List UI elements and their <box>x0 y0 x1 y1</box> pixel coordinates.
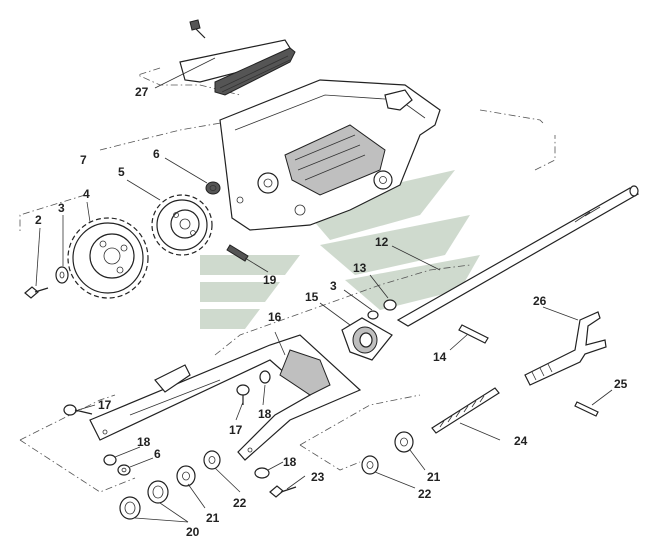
part-3-washer-left <box>55 266 69 284</box>
part-18-washer-upper <box>259 370 271 384</box>
part-15-flange-bearing <box>341 317 393 361</box>
label-19: 19 <box>263 273 277 287</box>
part-19-pin <box>226 244 249 262</box>
label-13: 13 <box>353 261 367 275</box>
part-3-washer-right <box>367 310 379 320</box>
part-20-bushing-a <box>119 496 141 520</box>
label-20: 20 <box>186 525 200 539</box>
leader-lines <box>35 57 613 523</box>
part-14-pin <box>458 324 489 344</box>
part-23-bolt <box>269 485 297 498</box>
label-21-right: 21 <box>427 470 441 484</box>
part-20-bushing-b <box>147 480 169 504</box>
part-18-washer-lower <box>254 467 270 479</box>
part-22-washer-right <box>361 455 379 475</box>
part-4-large-gear <box>67 217 149 299</box>
watermark-logo <box>200 170 480 329</box>
part-25-pin <box>574 401 599 417</box>
part-16-bracket <box>89 334 362 461</box>
label-2: 2 <box>35 213 42 227</box>
label-14: 14 <box>433 350 447 364</box>
part-24-threaded-rod <box>431 387 500 434</box>
label-3-right: 3 <box>330 279 337 293</box>
label-21-left: 21 <box>206 511 220 525</box>
assembly-boundaries <box>19 67 556 493</box>
part-12-shaft <box>396 185 640 327</box>
part-21-washer-right <box>394 431 414 453</box>
label-6-upper: 6 <box>153 147 160 161</box>
gearbox-housing <box>219 79 441 231</box>
label-22-left: 22 <box>233 496 247 510</box>
part-26-fork-lever <box>524 311 607 386</box>
part-21-washer-left <box>176 465 196 487</box>
label-18-left: 18 <box>137 435 151 449</box>
label-7: 7 <box>80 153 87 167</box>
part-6-nut-lower <box>117 464 131 476</box>
label-16: 16 <box>268 310 282 324</box>
label-25: 25 <box>614 377 628 391</box>
part-18-washer-left <box>103 454 117 466</box>
part-17-bolt-left <box>63 404 93 416</box>
label-15: 15 <box>305 290 319 304</box>
label-18-upper: 18 <box>258 407 272 421</box>
part-labels: 27 7 6 5 4 3 2 19 12 13 3 15 16 14 26 25… <box>35 85 628 539</box>
label-22-right: 22 <box>418 487 432 501</box>
part-17-bolt-center <box>236 384 250 405</box>
label-6-lower: 6 <box>154 447 161 461</box>
label-4: 4 <box>83 187 90 201</box>
label-23: 23 <box>311 470 325 484</box>
label-17-left: 17 <box>98 398 112 412</box>
label-27: 27 <box>135 85 149 99</box>
label-5: 5 <box>118 165 125 179</box>
part-6-nut-upper <box>205 181 221 195</box>
part-5-small-gear <box>151 194 213 256</box>
label-3-left: 3 <box>58 201 65 215</box>
part-27-cover-plate <box>179 19 296 96</box>
label-12: 12 <box>375 235 389 249</box>
part-22-washer-left <box>203 450 221 470</box>
part-13-nut <box>383 299 397 311</box>
label-17-center: 17 <box>229 423 243 437</box>
label-24: 24 <box>514 434 528 448</box>
label-18-lower: 18 <box>283 455 297 469</box>
part-2-bolt-left <box>24 286 49 299</box>
label-26: 26 <box>533 294 547 308</box>
